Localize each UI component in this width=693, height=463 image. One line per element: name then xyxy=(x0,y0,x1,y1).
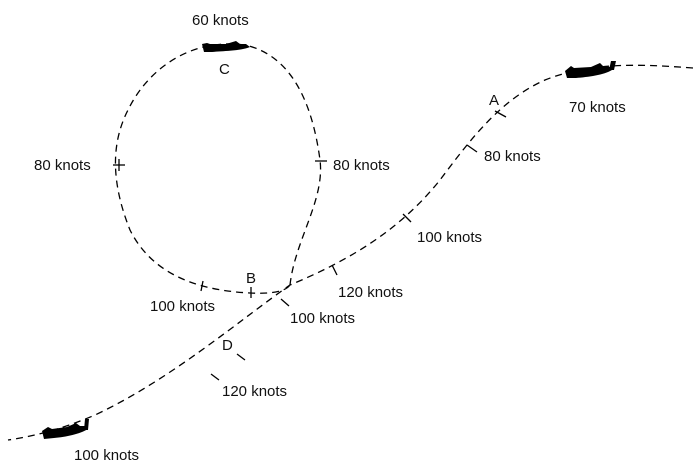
tick-100-descent xyxy=(402,213,412,223)
airplane-icon-top xyxy=(202,41,250,52)
speed-label-lower: 120 knots xyxy=(222,383,287,400)
tick-100-loop-bottom xyxy=(200,280,204,292)
speed-label-after-cross: 100 knots xyxy=(290,310,355,327)
speed-label-after-a: 80 knots xyxy=(484,148,541,165)
speed-label-entry: 70 knots xyxy=(569,99,626,116)
airplane-icon-entry xyxy=(565,61,616,78)
point-label-c: C xyxy=(219,61,230,78)
tick-d xyxy=(236,353,246,361)
tick-120-lower xyxy=(210,373,220,381)
speed-label-loop-bottom: 100 knots xyxy=(150,298,215,315)
point-label-d: D xyxy=(222,337,233,354)
tick-120-descent xyxy=(331,264,338,276)
speed-label-top: 60 knots xyxy=(192,12,249,29)
speed-label-loop-left: 80 knots xyxy=(34,157,91,174)
speed-label-descent-low: 120 knots xyxy=(338,284,403,301)
point-label-b: B xyxy=(246,270,256,287)
speed-label-exit: 100 knots xyxy=(74,447,139,463)
tick-100-cross xyxy=(280,298,290,307)
speed-label-descent-mid: 100 knots xyxy=(417,229,482,246)
tick-80-right xyxy=(466,144,478,153)
flight-path-main xyxy=(7,64,693,441)
flight-path-loop xyxy=(114,43,322,294)
point-label-a: A xyxy=(489,92,499,109)
airplane-icon-exit xyxy=(42,419,89,439)
speed-label-loop-right: 80 knots xyxy=(333,157,390,174)
tick-a xyxy=(494,110,507,118)
